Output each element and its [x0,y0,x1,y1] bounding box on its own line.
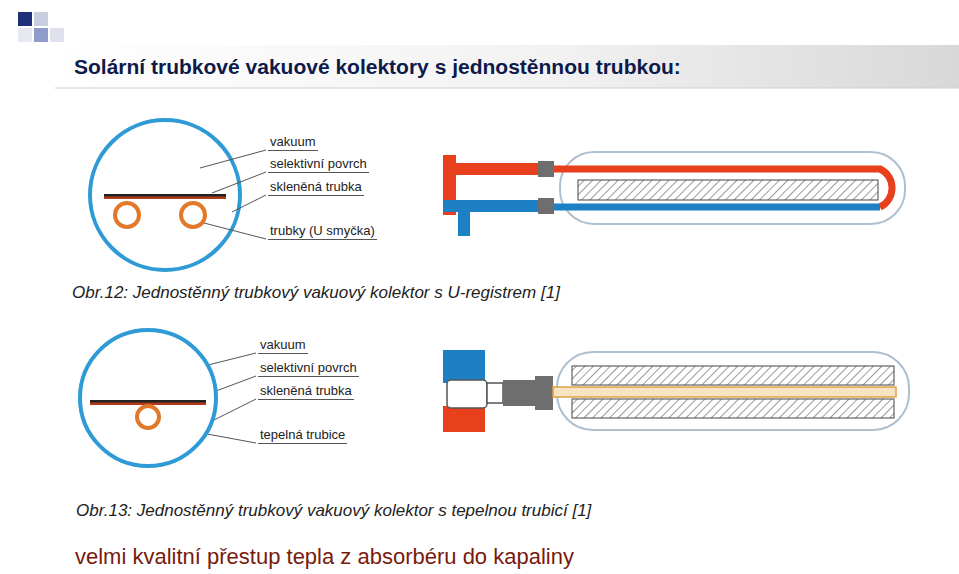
part-label: trubky (U smyčka) [268,223,377,240]
header-decoration [0,0,959,88]
part-label: vakuum [258,337,308,354]
cross-section-u [90,120,240,270]
side-view-heat-pipe [443,350,909,432]
figure-caption: Obr.13: Jednostěnný trubkový vakuový kol… [76,501,591,521]
part-label: skleněná trubka [268,179,364,196]
side-view-u [443,152,905,236]
part-label: tepelná trubice [258,427,347,444]
cross-section-heat-pipe [80,330,216,466]
figure-caption: Obr.12: Jednostěnný trubkový vakuový kol… [72,283,560,303]
part-label: selektivní povrch [268,156,369,173]
slide-title: Solární trubkové vakuové kolektory s jed… [74,54,681,80]
part-label: vakuum [268,134,318,151]
part-label: selektivní povrch [258,360,359,377]
note-text: velmi kvalitní přestup tepla z absorbéru… [75,544,574,570]
part-label: skleněná trubka [258,383,354,400]
